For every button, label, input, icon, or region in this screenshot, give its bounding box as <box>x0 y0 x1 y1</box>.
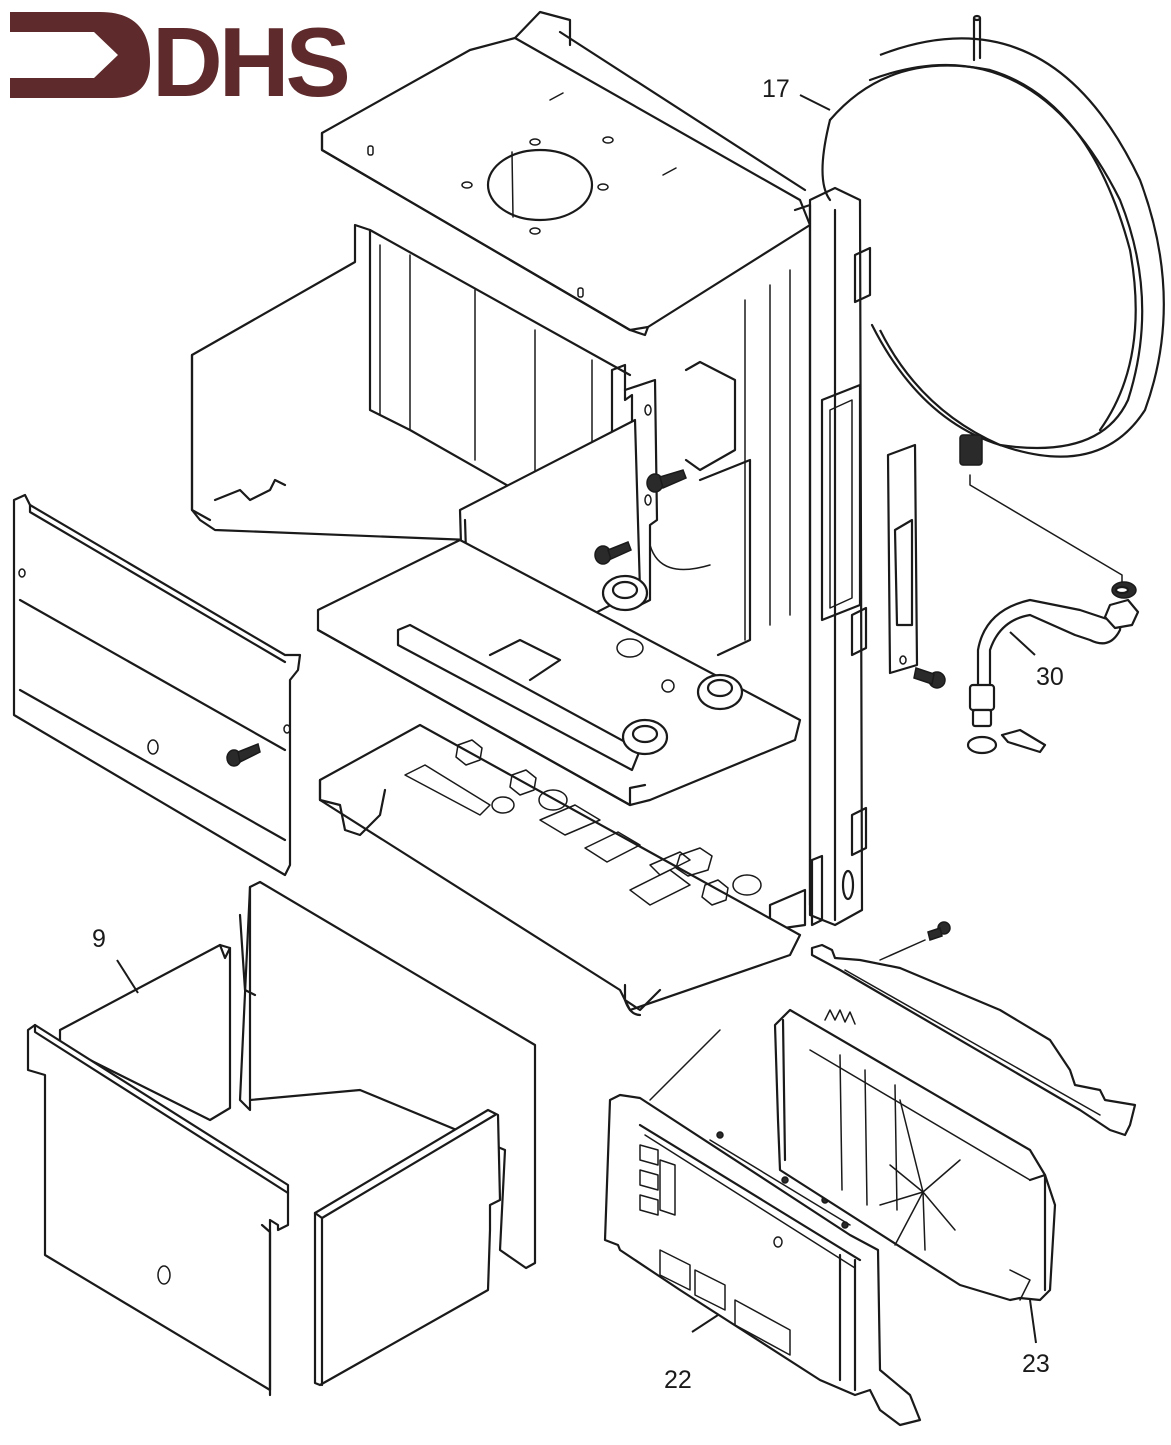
chassis-screw-lower <box>594 541 632 565</box>
callout-leader-23 <box>1029 1299 1037 1344</box>
grommet-2 <box>696 673 744 711</box>
callout-label-22: 22 <box>664 1366 692 1394</box>
front-panel-screw <box>226 742 261 767</box>
front-left-panel <box>12 493 302 877</box>
arrow-bracket-icon <box>10 12 150 98</box>
callout-label-30: 30 <box>1036 663 1064 691</box>
side-mounting-bracket <box>886 443 946 689</box>
chassis-left-side-panel <box>190 223 634 547</box>
callout-leader-22 <box>691 1314 719 1333</box>
vessel-hose-guide-line <box>969 474 1123 586</box>
grommet-3 <box>621 718 669 756</box>
chassis-bottom-frame <box>318 723 802 1017</box>
expansion-vessel-hose <box>966 581 1140 755</box>
fan-radial-lines <box>879 1099 961 1251</box>
assembly-guide-line <box>879 939 926 961</box>
rail-screw <box>927 921 951 941</box>
grommet-1 <box>601 574 649 612</box>
callout-label-23: 23 <box>1022 1350 1050 1378</box>
chassis-back-panel <box>649 269 791 657</box>
callout-leader-17 <box>799 94 831 111</box>
callout-leader-9 <box>116 959 139 994</box>
dhs-logo: DHS <box>10 7 352 117</box>
chassis-screw-upper <box>646 469 687 493</box>
control-panel-housing <box>603 1093 922 1427</box>
chassis-base-tray <box>316 538 802 807</box>
control-panel-rear-cover <box>773 1008 1057 1302</box>
control-panel-top-rail <box>810 921 1137 1137</box>
assembly-guide-line <box>649 1029 721 1101</box>
bracket-screw <box>913 667 946 689</box>
chassis-top-plate <box>320 10 812 337</box>
expansion-vessel <box>821 14 1165 466</box>
callout-label-17: 17 <box>762 75 790 103</box>
combustion-chamber-insulation <box>26 880 537 1397</box>
callout-label-9: 9 <box>92 925 106 953</box>
callout-leader-30 <box>1009 631 1036 656</box>
chassis-right-frame <box>768 186 872 932</box>
logo-text: DHS <box>152 7 348 117</box>
